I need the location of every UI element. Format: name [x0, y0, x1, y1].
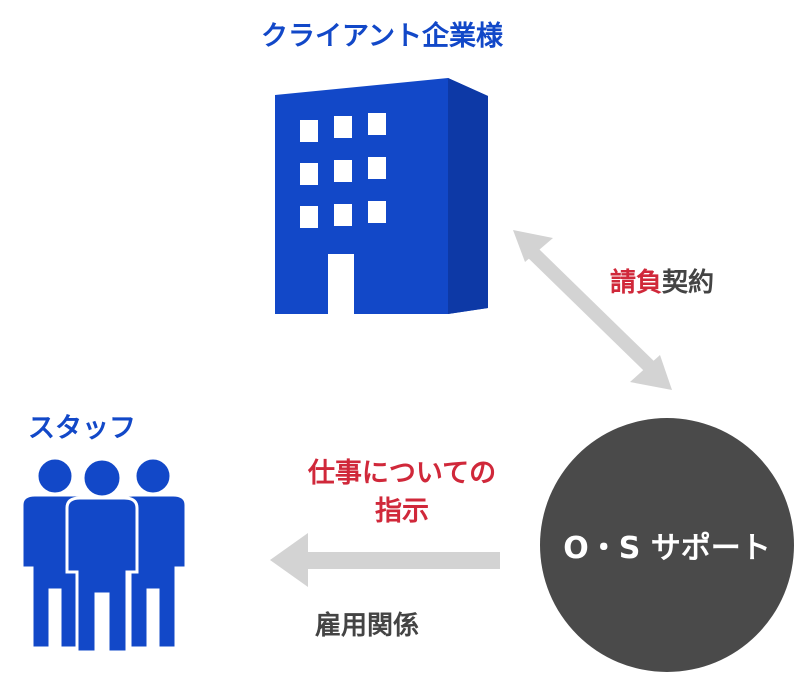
people-icon: [20, 456, 188, 654]
instruction-label: 仕事についての 指示: [252, 455, 552, 531]
employment-label: 雇用関係: [315, 611, 420, 641]
instruction-line-2: 指示: [375, 496, 429, 527]
instruction-arrow: [270, 533, 500, 587]
building-icon: [275, 78, 488, 314]
contract-label-highlight: 請負: [610, 268, 663, 298]
contract-label: 請負契約: [610, 262, 714, 299]
staff-title: スタッフ: [28, 413, 136, 444]
client-title: クライアント企業様: [261, 21, 503, 52]
instruction-line-1: 仕事についての: [307, 458, 497, 489]
company-name: O・S サポート: [563, 531, 771, 566]
contract-label-rest: 契約: [662, 268, 715, 298]
company-circle: O・S サポート: [540, 418, 794, 672]
contract-arrow: [513, 230, 672, 390]
person-icon-center: [65, 457, 139, 654]
